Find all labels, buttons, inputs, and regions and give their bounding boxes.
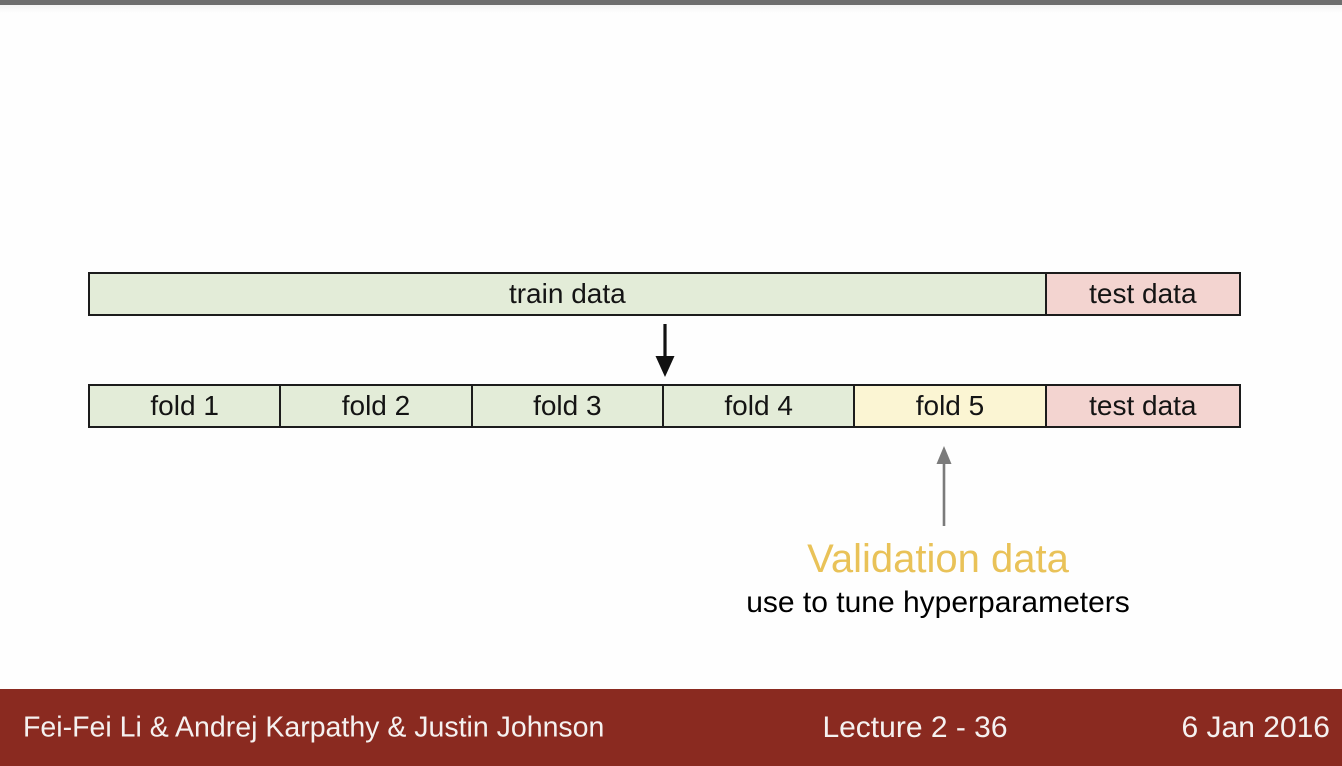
folds-bar: fold 1 fold 2 fold 3 fold 4 fold 5 test … xyxy=(88,384,1241,428)
test-data-label: test data xyxy=(1089,278,1197,309)
train-data-label: train data xyxy=(508,278,626,309)
footer-date: 6 Jan 2016 xyxy=(1181,710,1330,744)
fold-4-segment: fold 4 xyxy=(663,386,856,426)
slide-footer: Fei-Fei Li & Andrej Karpathy & Justin Jo… xyxy=(0,689,1342,766)
footer-lecture-page: Lecture 2 - 36 xyxy=(822,710,1008,744)
footer-authors: Fei-Fei Li & Andrej Karpathy & Justin Jo… xyxy=(23,711,605,743)
top-strip-shadow xyxy=(0,5,1342,13)
fold-1-label: fold 1 xyxy=(150,390,219,421)
test-data-label-2: test data xyxy=(1089,390,1197,421)
up-arrow-icon xyxy=(936,446,952,526)
fold-3-label: fold 3 xyxy=(533,390,602,421)
fold-2-segment: fold 2 xyxy=(281,386,473,426)
fold-3-segment: fold 3 xyxy=(472,386,664,426)
validation-data-title: Validation data xyxy=(807,537,1069,581)
test-data-segment: test data xyxy=(1046,274,1239,314)
window-top-strip xyxy=(0,0,1342,5)
down-arrow-icon xyxy=(655,324,675,377)
train-data-segment: train data xyxy=(90,274,1047,314)
train-test-split-bar: train data test data xyxy=(88,272,1241,316)
validation-annotation: Validation data use to tune hyperparamet… xyxy=(746,534,1130,622)
fold-5-label: fold 5 xyxy=(915,390,985,421)
fold-1-segment: fold 1 xyxy=(90,386,282,426)
test-data-segment-2: test data xyxy=(1046,386,1239,426)
fold-4-label: fold 4 xyxy=(724,390,793,421)
validation-data-subtitle: use to tune hyperparameters xyxy=(746,586,1130,619)
fold-2-label: fold 2 xyxy=(341,390,411,421)
fold-5-validation-segment: fold 5 xyxy=(855,386,1047,426)
